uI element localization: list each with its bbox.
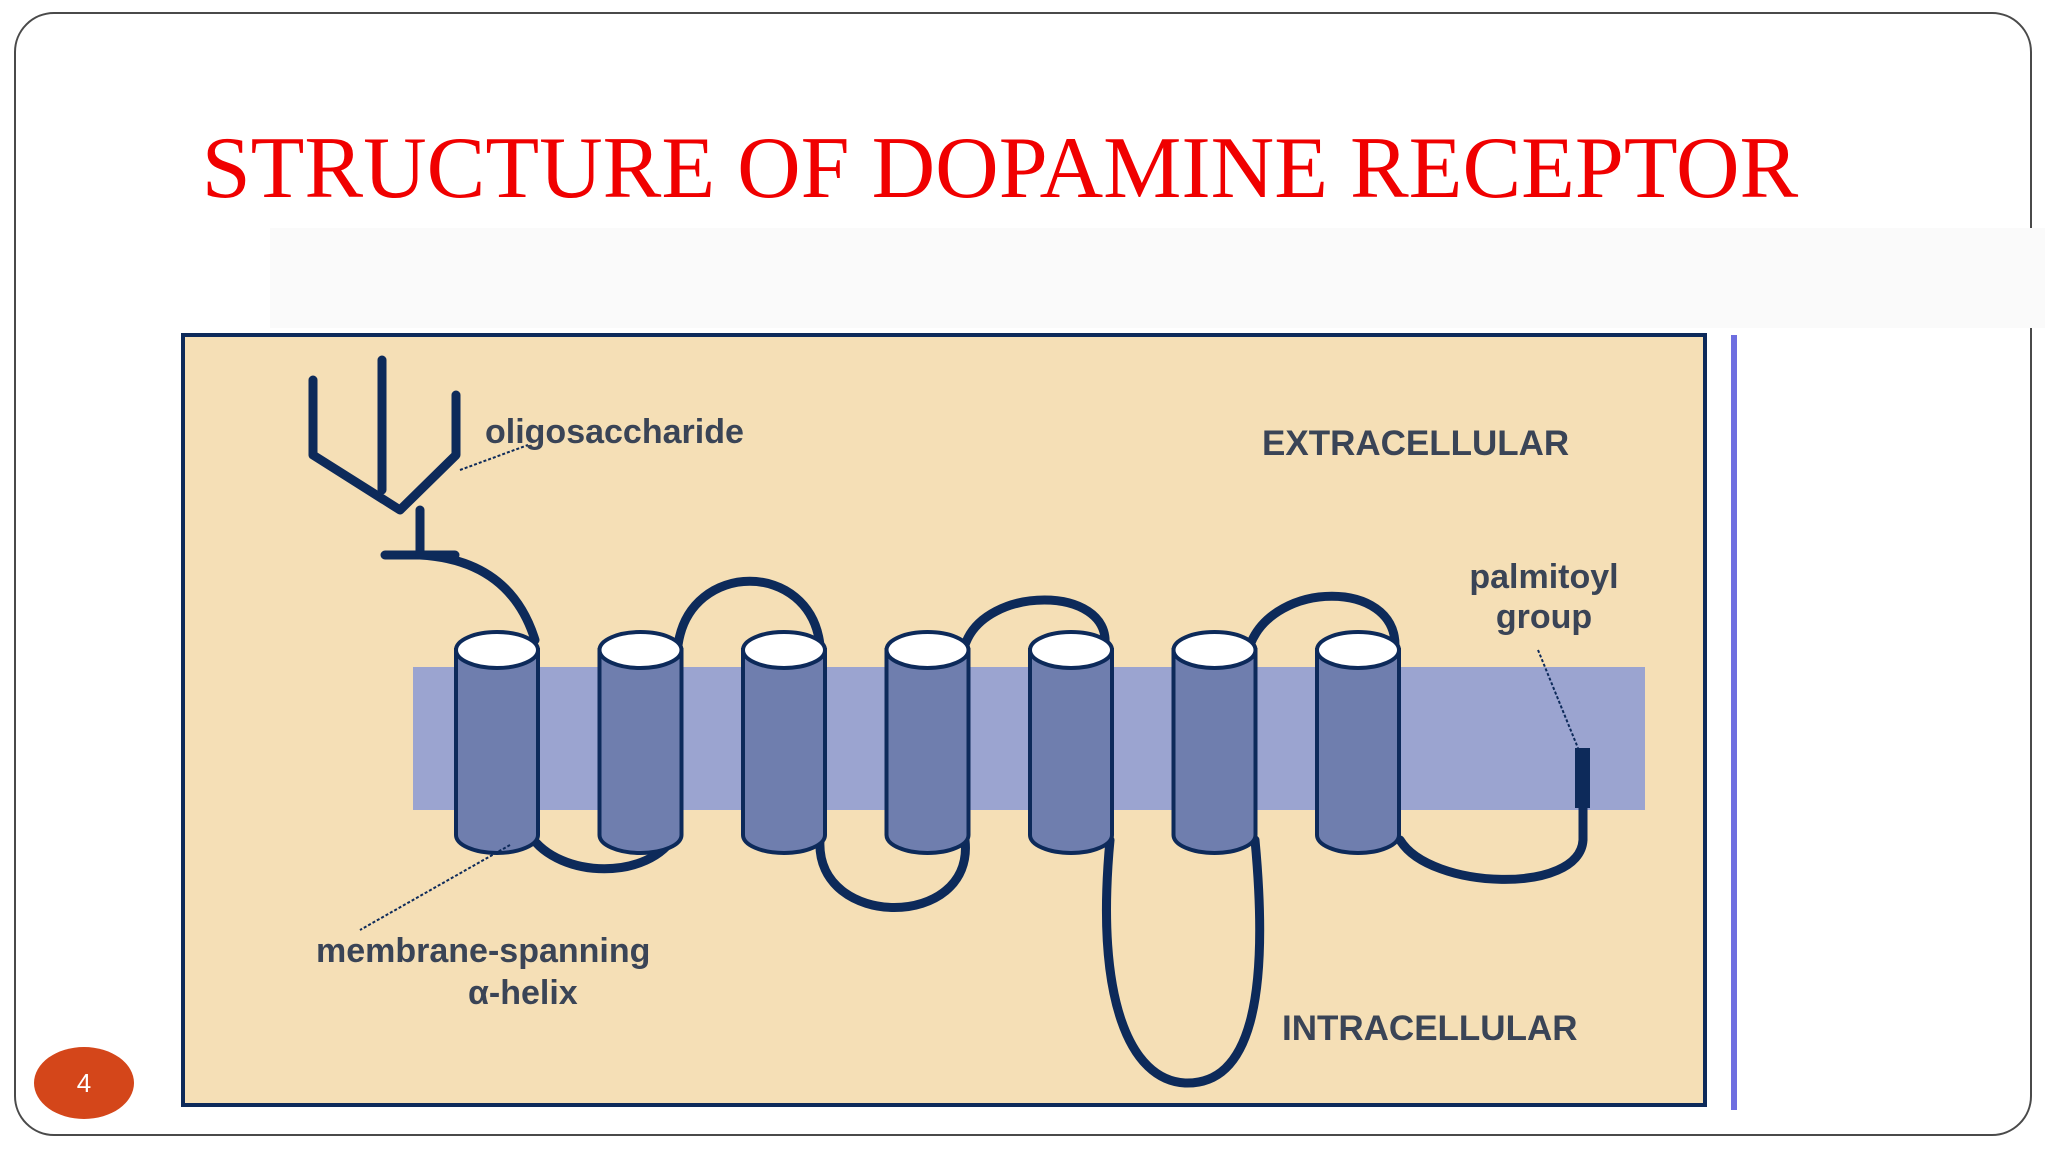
- palmitoyl-anchor: [1575, 748, 1590, 808]
- helix-7: [1315, 630, 1401, 855]
- oligosaccharide-tree: [308, 355, 540, 645]
- slide-title: STRUCTURE OF DOPAMINE RECEPTOR: [201, 120, 1799, 217]
- palmitoyl-group-label: group: [1496, 598, 1592, 636]
- extracellular-label: EXTRACELLULAR: [1262, 424, 1569, 463]
- helix-6: [1171, 630, 1258, 855]
- figure-background: [270, 228, 2045, 328]
- helix-4: [884, 630, 971, 855]
- helix-2: [597, 630, 684, 855]
- helix-3: [741, 630, 827, 855]
- membrane-spanning-label: membrane-spanning: [316, 932, 650, 970]
- page-number-badge: 4: [34, 1047, 134, 1119]
- extracellular-loops: [673, 576, 1400, 650]
- helix-1: [454, 630, 540, 855]
- palmitoyl-label: palmitoyl: [1469, 558, 1618, 596]
- helix-5: [1028, 630, 1114, 855]
- helix-group: [454, 630, 1401, 855]
- oligosaccharide-label: oligosaccharide: [485, 413, 744, 451]
- intracellular-label: INTRACELLULAR: [1282, 1009, 1578, 1048]
- alpha-helix-label: α-helix: [468, 974, 578, 1012]
